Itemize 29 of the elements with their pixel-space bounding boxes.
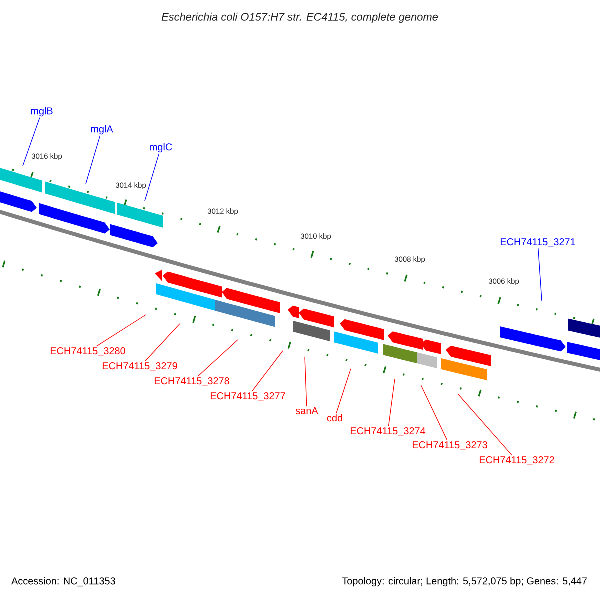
leader-line bbox=[96, 314, 146, 347]
accession-note: Accession: NC_011353 bbox=[12, 577, 116, 587]
gene-label: mglC bbox=[150, 143, 172, 153]
leader-line bbox=[22, 117, 40, 166]
genome-info-note: Topology: circular; Length: 5,572,075 bp; Genes: 5,447 bbox=[342, 577, 587, 587]
leader-line bbox=[538, 248, 542, 302]
leader-line bbox=[458, 394, 512, 456]
leader-line bbox=[252, 350, 284, 392]
gene-label: ECH74115_3279 bbox=[102, 362, 178, 372]
gene-label: ECH74115_3277 bbox=[210, 392, 286, 402]
gene-label: ECH74115_3272 bbox=[480, 456, 554, 466]
leader-line bbox=[198, 340, 238, 377]
title: Escherichia coli O157:H7 str. EC4115, complete genome bbox=[162, 12, 438, 24]
leader-line bbox=[420, 384, 448, 441]
gene-label: ECH74115_3273 bbox=[412, 442, 488, 450]
gene-label: mglA bbox=[91, 125, 114, 135]
gene-label: ECH74115_3278 bbox=[154, 378, 230, 386]
gene-label: cdd bbox=[327, 414, 342, 422]
gene-label: ECH74115_3271 bbox=[500, 238, 576, 248]
leader-line bbox=[336, 368, 352, 414]
leader-line bbox=[86, 135, 101, 184]
leader-line bbox=[144, 324, 180, 362]
leader-line bbox=[144, 153, 160, 202]
leader-line bbox=[388, 378, 396, 427]
leader-line bbox=[304, 356, 308, 407]
gene-label: ECH74115_3280 bbox=[50, 348, 126, 356]
gene-label: mglB bbox=[31, 107, 53, 117]
gene-label: sanA bbox=[296, 408, 318, 414]
gene-label: ECH74115_3274 bbox=[350, 428, 426, 436]
